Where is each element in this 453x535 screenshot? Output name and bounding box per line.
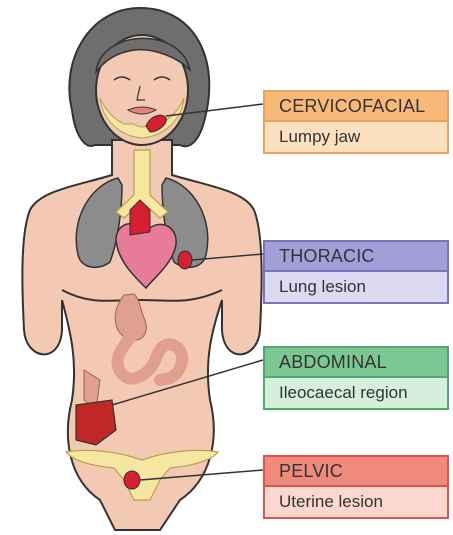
label-cervicofacial-subtitle: Lumpy jaw (265, 120, 447, 152)
label-pelvic-title: PELVIC (265, 457, 447, 485)
label-cervicofacial-title: CERVICOFACIAL (265, 92, 447, 120)
label-abdominal-subtitle: Ileocaecal region (265, 376, 447, 408)
label-cervicofacial: CERVICOFACIAL Lumpy jaw (263, 90, 449, 154)
label-abdominal-title: ABDOMINAL (265, 348, 447, 376)
lung-lesion (178, 251, 192, 269)
uterine-lesion (124, 471, 140, 489)
label-thoracic-title: THORACIC (265, 242, 447, 270)
label-pelvic-subtitle: Uterine lesion (265, 485, 447, 517)
label-pelvic: PELVIC Uterine lesion (263, 455, 449, 519)
label-abdominal: ABDOMINAL Ileocaecal region (263, 346, 449, 410)
label-thoracic: THORACIC Lung lesion (263, 240, 449, 304)
label-thoracic-subtitle: Lung lesion (265, 270, 447, 302)
